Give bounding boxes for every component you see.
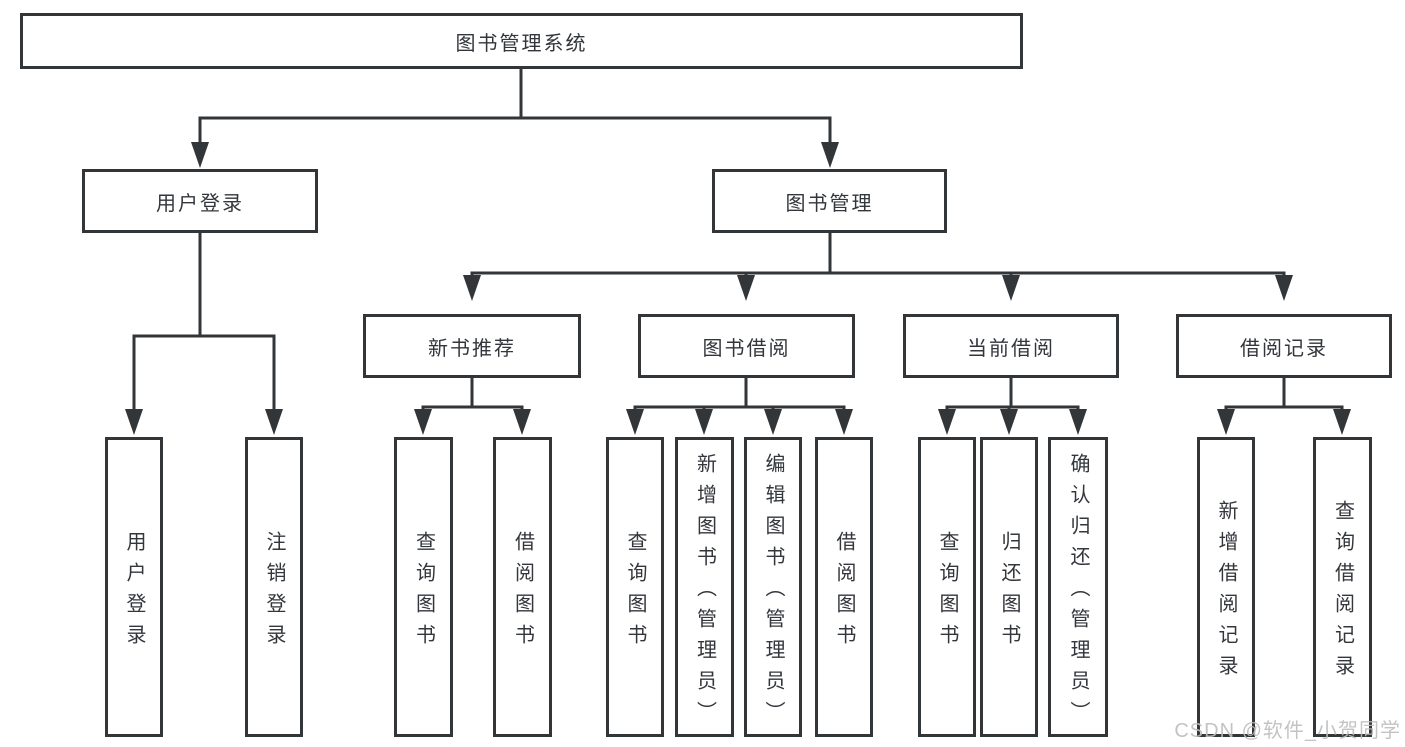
leaf-label: 借阅图书	[833, 530, 855, 655]
leaf-label: 查询图书	[624, 530, 646, 655]
arrowhead-icon	[835, 409, 853, 435]
arrowhead-icon	[1069, 409, 1087, 435]
leaf-label: 注销登录	[263, 530, 285, 655]
leaf-label: 借阅图书	[511, 530, 534, 655]
connector-line	[470, 271, 1286, 278]
arrowhead-icon	[1275, 275, 1293, 301]
leaf-label: 新增借阅记录	[1215, 499, 1237, 686]
node-label: 用户登录	[156, 192, 244, 215]
csdn-watermark: CSDN @软件_小贺同学	[1174, 720, 1401, 742]
arrowhead-icon	[695, 409, 713, 435]
arrowhead-icon	[191, 142, 209, 168]
arrowhead-icon	[938, 409, 956, 435]
leaf-query-book-newbook: 查询图书	[394, 437, 453, 737]
arrowhead-icon	[414, 409, 432, 435]
leaf-return-book: 归还图书	[980, 437, 1038, 737]
leaf-user-login: 用户登录	[105, 437, 163, 737]
leaf-label: 归还图书	[998, 530, 1020, 655]
node-user-login: 用户登录	[82, 169, 318, 233]
node-root: 图书管理系统	[20, 13, 1023, 69]
node-root-label: 图书管理系统	[455, 32, 588, 55]
leaf-label: 新增图书（管理员）	[693, 453, 716, 732]
leaf-label: 确认归还（管理员）	[1067, 453, 1089, 732]
node-book-borrow: 图书借阅	[638, 314, 855, 378]
leaf-label: 编辑图书（管理员）	[762, 453, 784, 732]
arrowhead-icon	[764, 409, 782, 435]
leaf-borrow-book-newbook: 借阅图书	[493, 437, 552, 737]
arrowhead-icon	[821, 142, 839, 168]
node-label: 图书借阅	[702, 337, 791, 360]
arrowhead-icon	[463, 275, 481, 301]
leaf-query-book-current: 查询图书	[918, 437, 976, 737]
leaf-logout: 注销登录	[245, 437, 303, 737]
connector-line	[633, 405, 846, 411]
arrowhead-icon	[265, 409, 283, 435]
leaf-label: 查询图书	[412, 530, 435, 655]
arrowhead-icon	[626, 409, 644, 435]
leaf-label: 查询借阅记录	[1331, 499, 1354, 686]
arrowhead-icon	[1217, 409, 1235, 435]
connector-line	[1224, 405, 1344, 411]
leaf-borrow-book: 借阅图书	[815, 437, 873, 737]
node-new-book-recommend: 新书推荐	[363, 314, 581, 378]
connector-line	[132, 334, 276, 410]
arrowhead-icon	[513, 409, 531, 435]
node-borrow-record: 借阅记录	[1176, 314, 1392, 378]
connector-line	[198, 116, 832, 144]
connector-line	[421, 405, 524, 411]
arrowhead-layer	[125, 142, 1351, 435]
leaf-edit-book-admin: 编辑图书（管理员）	[744, 437, 802, 737]
arrowhead-icon	[737, 275, 755, 301]
leaf-add-borrow-record: 新增借阅记录	[1197, 437, 1255, 737]
arrowhead-icon	[125, 409, 143, 435]
node-book-management: 图书管理	[712, 169, 947, 233]
leaf-query-borrow-record: 查询借阅记录	[1313, 437, 1372, 737]
leaf-add-book-admin: 新增图书（管理员）	[675, 437, 734, 737]
leaf-label: 用户登录	[123, 530, 145, 655]
node-current-borrow: 当前借阅	[903, 314, 1119, 378]
node-label: 当前借阅	[967, 337, 1055, 360]
node-label: 图书管理	[785, 192, 874, 215]
arrowhead-icon	[1002, 275, 1020, 301]
node-label: 借阅记录	[1240, 337, 1328, 360]
leaf-label: 查询图书	[936, 530, 958, 655]
node-label: 新书推荐	[428, 337, 516, 360]
leaf-query-book-borrow: 查询图书	[606, 437, 664, 737]
leaf-confirm-return-admin: 确认归还（管理员）	[1048, 437, 1108, 737]
arrowhead-icon	[1333, 409, 1351, 435]
arrowhead-icon	[1000, 409, 1018, 435]
